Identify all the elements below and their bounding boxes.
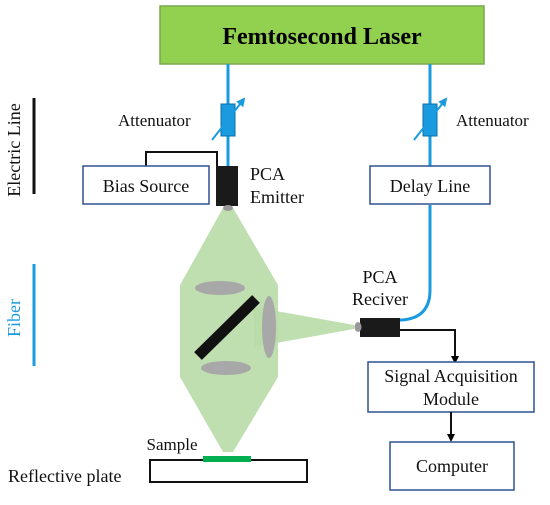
- beam-splitter-icon: [194, 295, 260, 360]
- pca-emitter-tip-icon: [223, 205, 233, 211]
- reflective-plate-label: Reflective plate: [8, 466, 121, 486]
- attenuator-right-icon: [413, 97, 448, 141]
- thz-beam-horizontal: [254, 307, 354, 347]
- attenuator-left-label: Attenuator: [118, 111, 191, 130]
- sample-icon: [203, 456, 251, 462]
- femtosecond-laser-box: [159, 5, 485, 65]
- reflective-plate-box: [149, 459, 308, 483]
- receiver-to-acquisition-arrow: [400, 329, 459, 364]
- pca-emitter-icon: [216, 166, 238, 206]
- lens-side-icon: [262, 296, 276, 358]
- bias-source-label: Bias Source: [103, 176, 189, 196]
- fiber-right-to-receiver: [400, 205, 432, 322]
- computer-box: [389, 441, 515, 491]
- delay-line-box: [369, 165, 491, 205]
- pca-receiver-label-2: Reciver: [352, 289, 408, 309]
- signal-acquisition-box: [367, 361, 535, 413]
- delay-line-label: Delay Line: [390, 176, 470, 196]
- lens-top-icon: [195, 281, 245, 295]
- pca-receiver-icon: [360, 318, 400, 337]
- pca-emitter-label-2: Emitter: [250, 187, 304, 207]
- sample-label: Sample: [147, 435, 198, 454]
- signal-acquisition-label-2: Module: [423, 389, 479, 409]
- pca-emitter-label-1: PCA: [250, 164, 285, 184]
- lens-bottom-icon: [201, 361, 251, 375]
- pca-receiver-label-1: PCA: [362, 267, 397, 287]
- legend-fiber-label: Fiber: [4, 299, 24, 337]
- pca-receiver-tip-icon: [354, 322, 362, 332]
- computer-label: Computer: [416, 456, 488, 476]
- legend-electric-line-label: Electric Line: [4, 103, 24, 196]
- signal-acquisition-label-1: Signal Acquisition: [384, 366, 518, 386]
- attenuator-right-label: Attenuator: [456, 111, 529, 130]
- attenuator-left-icon: [211, 97, 246, 141]
- laser-title: Femtosecond Laser: [222, 24, 422, 50]
- bias-source-box: [82, 165, 210, 205]
- bias-electric-line: [145, 151, 218, 166]
